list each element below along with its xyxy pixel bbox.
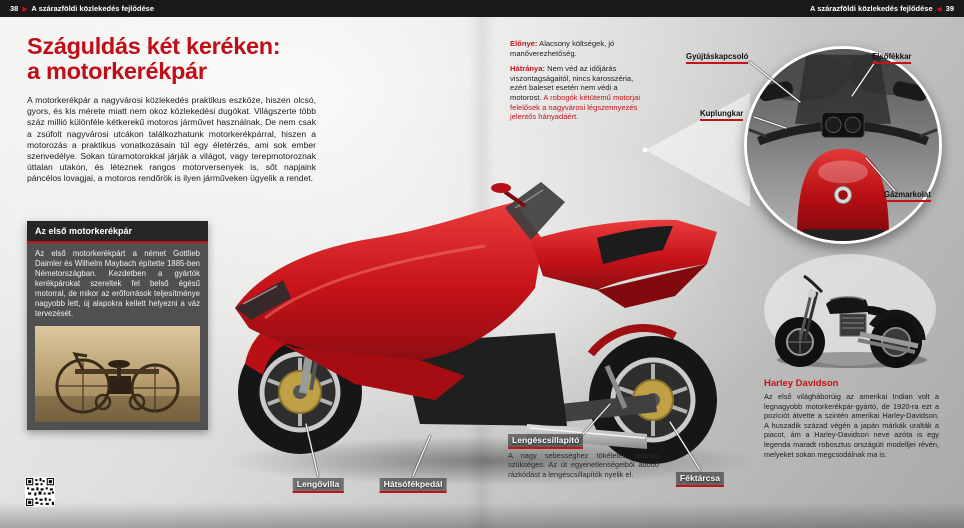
callout-throttle-grip: Gázmarkolat [884, 190, 931, 202]
first-motorcycle-box-title: Az első motorkerékpár [27, 221, 208, 243]
left-page-number: 38 [10, 4, 19, 13]
page-title: Száguldás két keréken: a motorkerékpár [27, 33, 281, 84]
callout-clutch-lever: Kuplungkar [700, 109, 744, 121]
right-page-number: 39 [945, 4, 954, 13]
cockpit-inset [744, 46, 942, 244]
first-motorcycle-box-text: Az első motorkerékpárt a német Gottlieb … [35, 249, 200, 318]
arrow-left-icon: ◀ [936, 5, 942, 13]
left-chapter-title: A szárazföldi közlekedés fejlődése [31, 4, 155, 13]
cons-text: Nem véd az időjárás viszontagságaitól, n… [510, 64, 634, 102]
callout-shock-absorber: Lengéscsillapító [508, 434, 584, 449]
arrow-right-icon: ▶ [22, 5, 28, 13]
cons-label: Hátránya: [510, 64, 546, 74]
pros-text: Alacsony költségek, jó manőverezhetőség. [510, 39, 615, 58]
sport-motorcycle-illustration [205, 168, 745, 488]
early-motorcycle-photo [35, 326, 200, 422]
callout-front-brake-lever: Elsőfékkar [872, 52, 912, 64]
cons-highlight: A robogók kétütemű motorjai felelősek a … [510, 92, 641, 122]
page-title-line1: Száguldás két keréken: [27, 33, 281, 59]
harley-section-text: Az első világháborúig az amerikai Indian… [764, 392, 939, 459]
callout-rear-brake-pedal: Hátsófékpedál [379, 478, 447, 493]
first-motorcycle-box: Az első motorkerékpár Az első motorkerék… [27, 221, 208, 430]
header-right: A szárazföldi közlekedés fejlődése ◀ 39 [810, 4, 954, 13]
intro-paragraph: A motorkerékpár a nagyvárosi közlekedés … [27, 95, 316, 184]
qr-code-icon [25, 477, 55, 507]
page-title-line2: a motorkerékpár [27, 58, 207, 84]
harley-davidson-photo [760, 250, 940, 375]
cons-line: Hátránya: Nem véd az időjárás viszontags… [510, 64, 643, 122]
pros-cons-block: Előnye: Alacsony költségek, jó manőverez… [510, 39, 643, 128]
callout-front-fork: Lengővilla [292, 478, 344, 493]
shock-absorber-description: A nagy sebességhez tökéletes úttartás sz… [508, 451, 659, 479]
right-chapter-title: A szárazföldi közlekedés fejlődése [809, 4, 933, 13]
page-header-bar: 38 ▶ A szárazföldi közlekedés fejlődése … [0, 0, 964, 17]
header-left: 38 ▶ A szárazföldi közlekedés fejlődése [10, 4, 154, 13]
callout-brake-disc: Féktárcsa [675, 472, 725, 487]
pros-line: Előnye: Alacsony költségek, jó manőverez… [510, 39, 643, 58]
harley-section-title: Harley Davidson [764, 378, 839, 389]
pros-label: Előnye: [510, 39, 538, 48]
callout-ignition-switch: Gyújtáskapcsoló [686, 52, 749, 64]
